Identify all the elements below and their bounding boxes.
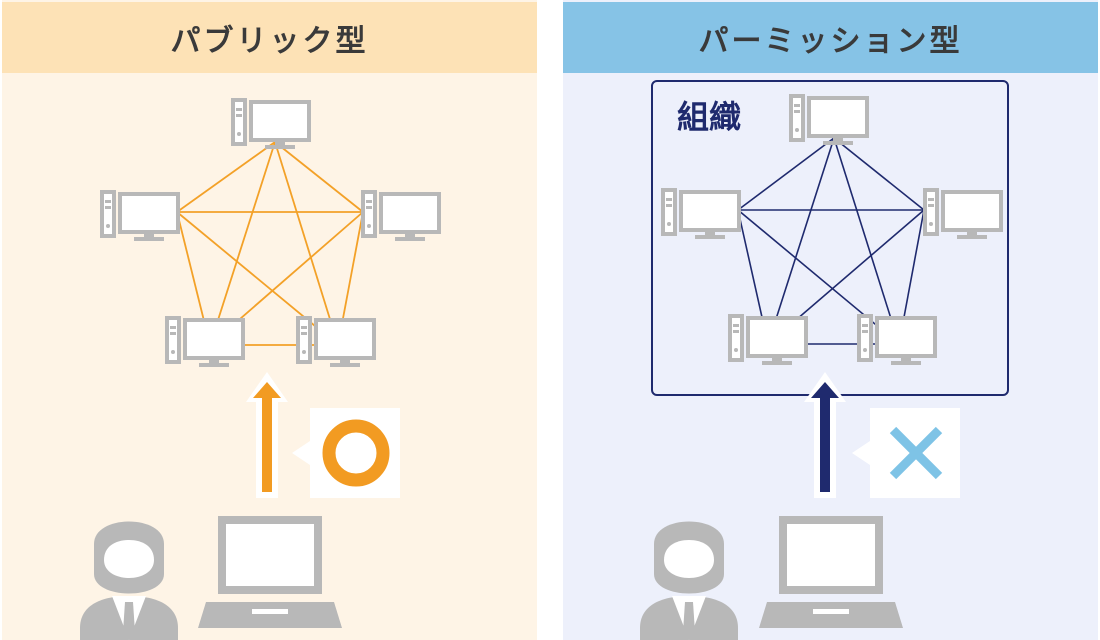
public-panel: パブリック型	[2, 0, 537, 640]
permission-computer-right	[923, 188, 1003, 241]
permission-network-diagram	[640, 94, 1003, 640]
public-up-arrow	[246, 372, 288, 498]
public-computer-right	[361, 190, 441, 243]
permission-computer-left	[661, 188, 741, 241]
permission-laptop-icon	[759, 520, 903, 628]
permission-up-arrow	[804, 372, 846, 498]
public-laptop-icon	[198, 520, 342, 628]
public-user-person-icon	[80, 521, 178, 640]
permission-user-person-icon	[640, 521, 738, 640]
public-computer-bottom-right	[296, 316, 376, 369]
public-verdict-bubble	[292, 408, 400, 498]
public-title: パブリック型	[2, 2, 537, 73]
public-computer-left	[100, 190, 180, 243]
permission-panel: パーミッション型 組織	[563, 0, 1098, 640]
permission-title: パーミッション型	[563, 2, 1098, 73]
permission-computer-top	[789, 94, 869, 147]
permission-computer-bottom-left	[728, 314, 808, 367]
permission-verdict-bubble	[852, 408, 960, 498]
public-connection-lines	[176, 141, 364, 346]
public-computer-top	[231, 98, 311, 151]
permission-computer-bottom-right	[857, 314, 937, 367]
organization-label: 組織	[677, 98, 742, 136]
public-computer-bottom-left	[165, 316, 245, 369]
permission-connection-lines	[737, 137, 925, 345]
cross-icon	[889, 426, 943, 480]
public-network-diagram	[80, 98, 441, 640]
circle-icon	[322, 419, 390, 487]
